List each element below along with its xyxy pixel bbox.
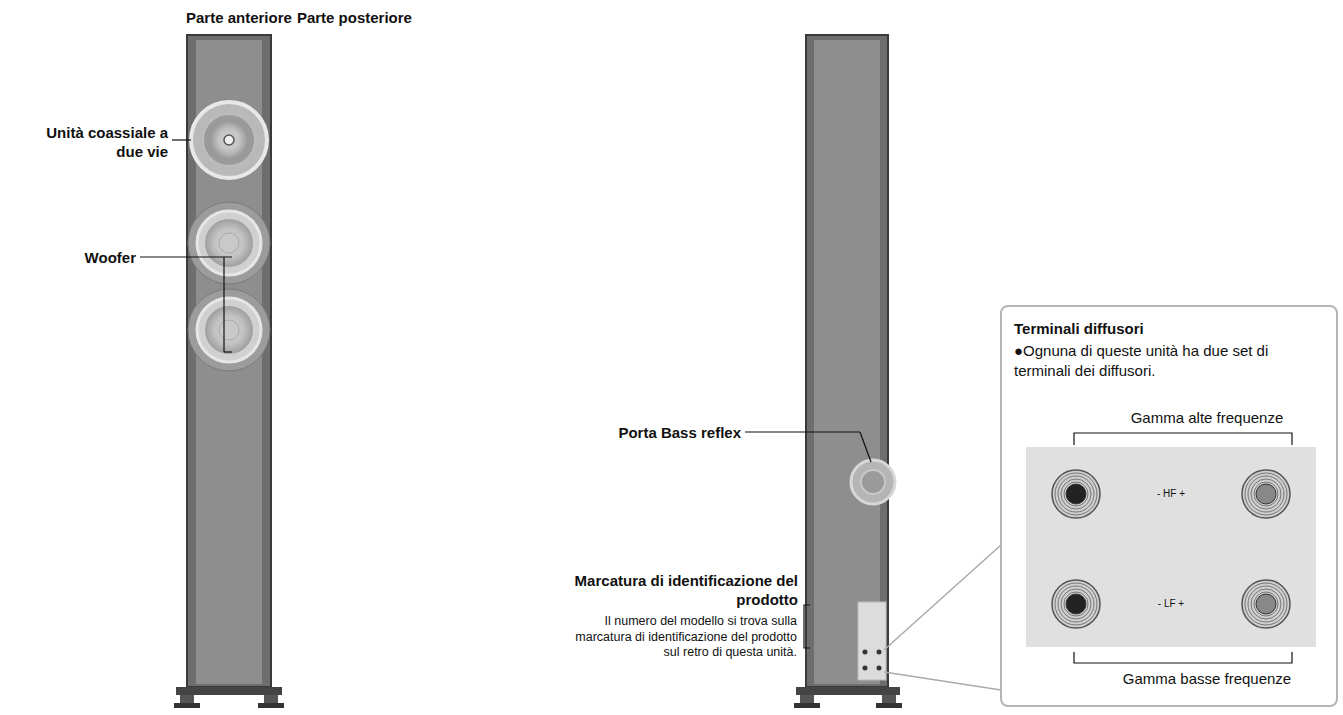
view-heading: Parte anteriore	[186, 8, 292, 28]
note-text: Il numero del modello si trova sulla mar…	[575, 614, 797, 661]
callout-heading: Terminali diffusori	[1014, 319, 1144, 339]
callout-leaders	[884, 545, 1001, 690]
terminal-label: - HF +	[1126, 487, 1216, 500]
part-name: Woofer	[60, 248, 136, 268]
leader-lines	[140, 140, 232, 352]
view-heading: Parte posteriore	[297, 8, 412, 28]
front-speaker	[174, 35, 284, 708]
part-name: Unità coassiale a due vie	[28, 124, 168, 162]
terminal-label: - LF +	[1126, 597, 1216, 610]
part-name: Marcatura di identificazione del prodott…	[570, 572, 798, 610]
part-name: Porta Bass reflex	[585, 423, 741, 443]
callout-note: ●Ognuna di queste unità ha due set di te…	[1014, 341, 1314, 380]
rear-speaker	[794, 35, 902, 708]
speaker-terminals	[1026, 447, 1316, 647]
range-label: Gamma alte frequenze	[1092, 408, 1322, 428]
terminal-panel: - HF + - LF +	[1026, 447, 1316, 647]
range-label: Gamma basse frequenze	[1092, 669, 1322, 689]
callout-box: Terminali diffusori●Ognuna di queste uni…	[1000, 305, 1338, 707]
